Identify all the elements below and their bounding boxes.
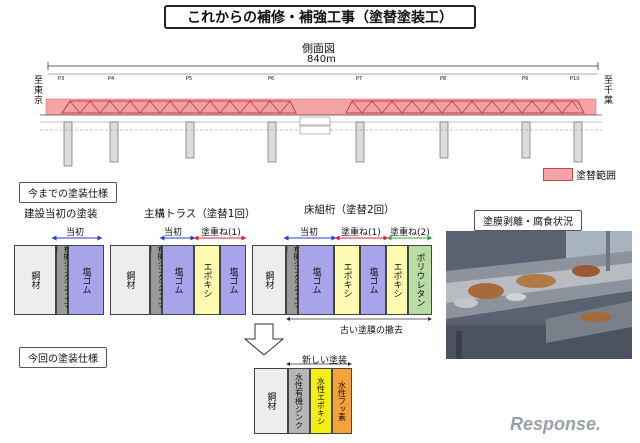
elevation-heading: 側面図 <box>302 42 335 55</box>
pier-label: P5 <box>186 76 193 82</box>
truss-header-initial: 当初 <box>164 228 183 238</box>
layer-epoxy: エポキシ <box>194 245 220 315</box>
layer-water-epoxy: 水性エポキシ <box>310 368 332 434</box>
pier-label: P4 <box>108 76 115 82</box>
spec-floor-title: 床組桁（塗替2回） <box>304 204 395 216</box>
layer-primer: 有機ジンクプライマー <box>53 245 71 315</box>
page-title: これからの補修・補強工事（塗替塗装工） <box>164 5 476 29</box>
floor-header-recoat1: 塗重ね(1) <box>341 228 381 238</box>
layer-chlorinated-rubber: 塩ゴム <box>298 245 334 315</box>
layer-water-zinc: 水性有機ジンク <box>288 368 310 434</box>
left-end-label: 至東京 <box>34 76 44 106</box>
layer-chlorinated-rubber: 塩ゴム <box>220 245 246 315</box>
section-current-spec: 今までの塗装仕様 <box>19 182 117 203</box>
pier-label: P9 <box>522 76 529 82</box>
layer-chlorinated-rubber: 塩ゴム <box>162 245 194 315</box>
initial-header: 当初 <box>66 228 85 238</box>
spec-truss-stack: 鋼材 有機ジンクプライマー 塩ゴム エポキシ 塩ゴム <box>110 245 246 315</box>
legend-swatch <box>543 168 573 181</box>
right-end-label: 至千葉 <box>604 76 614 106</box>
pier-label: P8 <box>440 76 447 82</box>
layer-epoxy: エポキシ <box>386 245 408 315</box>
layer-steel: 鋼材 <box>14 245 56 315</box>
spec-initial-stack: 鋼材 有機ジンクプライマー 塩ゴム <box>14 245 104 315</box>
photo-caption: 塗膜剥離・腐食状況 <box>474 210 582 231</box>
legend-label: 塗替範囲 <box>576 171 616 182</box>
spec-initial-title: 建設当初の塗装 <box>24 208 98 220</box>
layer-epoxy: エポキシ <box>334 245 360 315</box>
watermark: Response. <box>510 414 602 434</box>
elevation-length: 840m <box>307 54 336 65</box>
removal-label: 古い塗膜の撤去 <box>340 326 404 336</box>
pier-label: P7 <box>356 76 363 82</box>
section-new-spec: 今回の塗装仕様 <box>19 347 107 368</box>
floor-header-initial: 当初 <box>300 228 319 238</box>
truss-header-recoat: 塗重ね(1) <box>201 228 241 238</box>
pier-label: P6 <box>268 76 275 82</box>
layer-polyurethane: ポリウレタン <box>408 245 432 315</box>
layer-primer: 有機ジンクプライマー <box>283 245 301 315</box>
layer-chlorinated-rubber: 塩ゴム <box>68 245 104 315</box>
layer-chlorinated-rubber: 塩ゴム <box>360 245 386 315</box>
corrosion-photo <box>446 231 632 359</box>
layer-steel: 鋼材 <box>254 368 288 434</box>
layer-steel: 鋼材 <box>252 245 286 315</box>
pier-label: P10 <box>570 76 580 82</box>
floor-header-recoat2: 塗重ね(2) <box>390 228 430 238</box>
pier-label: P3 <box>58 76 65 82</box>
layer-steel: 鋼材 <box>110 245 150 315</box>
spec-new-stack: 鋼材 水性有機ジンク 水性エポキシ 水性フッ素 <box>254 368 352 434</box>
spec-truss-title: 主構トラス（塗替1回） <box>144 208 256 220</box>
new-header: 新しい塗装 <box>302 356 348 366</box>
spec-floor-stack: 鋼材 有機ジンクプライマー 塩ゴム エポキシ 塩ゴム エポキシ ポリウレタン <box>252 245 432 315</box>
layer-primer: 有機ジンクプライマー <box>147 245 165 315</box>
layer-water-fluorine: 水性フッ素 <box>332 368 352 434</box>
